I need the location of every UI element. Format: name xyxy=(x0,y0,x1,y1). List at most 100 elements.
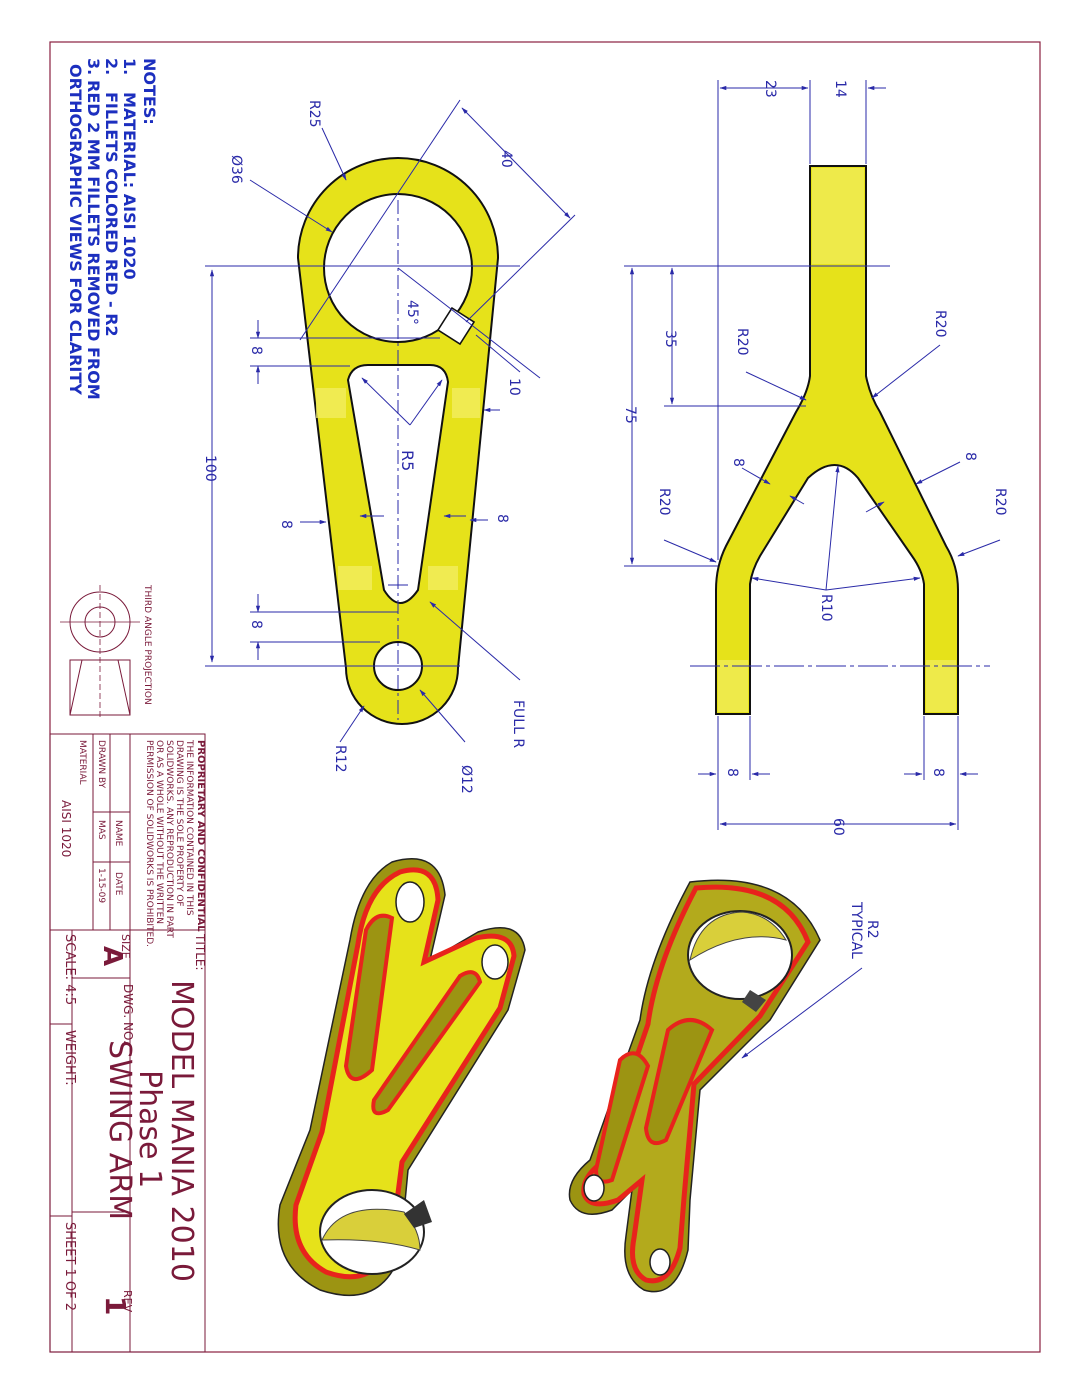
dim-8-a: 8 xyxy=(730,458,746,467)
dim-8-leg-left: 8 xyxy=(724,768,740,777)
projection-label: THIRD ANGLE PROJECTION xyxy=(142,584,152,705)
note-text: RED 2 MM FILLETS REMOVED FROM xyxy=(84,80,103,400)
iso-callout-typical: TYPICAL xyxy=(848,901,864,959)
projection-cone xyxy=(69,659,131,716)
proprietary-line: DRAWING IS THE SOLE PROPERTY OF xyxy=(174,740,184,907)
title-label: TITLE: xyxy=(193,933,207,971)
dim-r20-top: R20 xyxy=(932,310,948,338)
name-header: NAME xyxy=(113,820,123,847)
proprietary-line: SOLIDWORKS. ANY REPRODUCTION IN PART xyxy=(164,740,174,938)
dim-23: 23 xyxy=(762,80,778,98)
weight-label: WEIGHT: xyxy=(62,1030,77,1086)
dim-r25: R25 xyxy=(306,100,322,128)
iso-left-bore-wall xyxy=(321,1208,421,1251)
iso-right-bore-wall xyxy=(689,911,788,962)
note-number: 1. xyxy=(120,58,139,75)
iso-left-window xyxy=(343,913,395,1081)
proprietary-line: THE INFORMATION CONTAINED IN THIS xyxy=(184,739,194,916)
dim-8-left: 8 xyxy=(278,520,294,529)
size-value: A xyxy=(97,946,127,966)
dim-r20-lower-right: R20 xyxy=(992,488,1008,516)
dim-45: 45° xyxy=(404,300,420,325)
front-view-highlight xyxy=(428,566,458,590)
material-label: MATERIAL xyxy=(77,740,87,785)
dim-r10: R10 xyxy=(818,594,834,622)
dim-8-bottom: 8 xyxy=(248,620,264,629)
leader-line xyxy=(339,705,365,743)
leader-line xyxy=(745,371,807,401)
dim-8-leg-right: 8 xyxy=(930,768,946,777)
iso-right-window xyxy=(643,1018,715,1145)
drawn-by-name: MAS xyxy=(96,820,106,840)
front-view-highlight xyxy=(316,388,346,418)
side-view-highlight xyxy=(926,660,956,712)
dwg-no-label: DWG. NO. xyxy=(121,984,135,1044)
note-text: MATERIAL: AISI 1020 xyxy=(120,92,139,280)
notes: NOTES: 1. MATERIAL: AISI 1020 2. FILLETS… xyxy=(66,58,159,400)
leader-line xyxy=(751,576,827,591)
iso-left-window xyxy=(371,970,483,1116)
title-block-frame xyxy=(49,733,206,1353)
note-number: 3. xyxy=(84,58,103,75)
proprietary-line: OR AS A WHOLE WITHOUT THE WRITTEN xyxy=(154,740,164,924)
dim-100: 100 xyxy=(202,455,218,482)
iso-view-right: R2 TYPICAL xyxy=(568,879,880,1293)
dim-40: 40 xyxy=(498,150,514,168)
rev-label: REV xyxy=(121,1290,134,1313)
projection-symbol: THIRD ANGLE PROJECTION xyxy=(60,584,152,720)
dim-8-right: 8 xyxy=(494,514,510,523)
side-view: 23 14 R20 R20 35 75 8 8 R20 R20 R10 8 8 … xyxy=(622,80,1008,836)
dim-8-top: 8 xyxy=(248,346,264,355)
dim-35: 35 xyxy=(662,330,678,348)
note-text: ORTHOGRAPHIC VIEWS FOR CLARITY xyxy=(66,64,85,395)
construction-line xyxy=(475,334,521,373)
dwg-no-value: SWING ARM xyxy=(102,1040,137,1220)
leader-line xyxy=(825,576,921,591)
iso-view-left xyxy=(277,858,526,1297)
dim-r5: R5 xyxy=(398,450,417,471)
dimension-line xyxy=(461,107,571,219)
iso-callout-r2: R2 xyxy=(864,920,880,939)
leader-line xyxy=(419,689,466,743)
proprietary-line: PERMISSION OF SOLIDWORKS IS PROHIBITED. xyxy=(144,740,154,947)
leader-line xyxy=(663,539,717,563)
leader-line xyxy=(741,467,771,485)
leader-line xyxy=(825,465,840,591)
iso-right-small-bore xyxy=(649,1248,671,1276)
note-number: 2. xyxy=(102,58,121,75)
sheet-border xyxy=(49,41,1041,1353)
size-label: SIZE xyxy=(119,934,132,959)
title-line2: Phase 1 xyxy=(132,1070,167,1188)
front-view-highlight xyxy=(452,388,480,418)
note-text: FILLETS COLORED RED - R2 xyxy=(102,92,121,337)
dim-r12: R12 xyxy=(332,745,348,773)
front-view-keyway xyxy=(436,306,476,346)
sheet-label: SHEET 1 OF 2 xyxy=(62,1222,77,1311)
leader-line xyxy=(865,501,885,513)
side-view-outline xyxy=(715,165,959,715)
front-view-highlight xyxy=(338,566,372,590)
proprietary-heading: PROPRIETARY AND CONFIDENTIAL xyxy=(195,740,206,932)
notes-heading: NOTES: xyxy=(140,58,159,125)
title-line1: MODEL MANIA 2010 xyxy=(164,980,199,1282)
construction-line xyxy=(465,214,576,323)
drawn-by-date: 1-15-09 xyxy=(96,868,106,903)
iso-right-keyway xyxy=(742,990,766,1012)
leader-line xyxy=(409,379,443,426)
side-view-highlight xyxy=(812,168,864,264)
leader-line xyxy=(741,967,863,1059)
leader-line xyxy=(789,495,805,505)
construction-line xyxy=(299,99,461,341)
iso-left-small-bore xyxy=(395,881,425,923)
material-value: AISI 1020 xyxy=(59,800,73,857)
dim-d36: Ø36 xyxy=(228,155,244,184)
leader-line xyxy=(249,179,333,233)
dim-75: 75 xyxy=(622,406,638,424)
rev-value: 1 xyxy=(99,1296,132,1315)
iso-left-small-bore xyxy=(481,944,509,980)
drawn-by-label: DRAWN BY xyxy=(96,740,106,789)
leader-line xyxy=(321,127,347,181)
dim-full-r: FULL R xyxy=(510,700,526,748)
dim-r20-left: R20 xyxy=(734,328,750,356)
